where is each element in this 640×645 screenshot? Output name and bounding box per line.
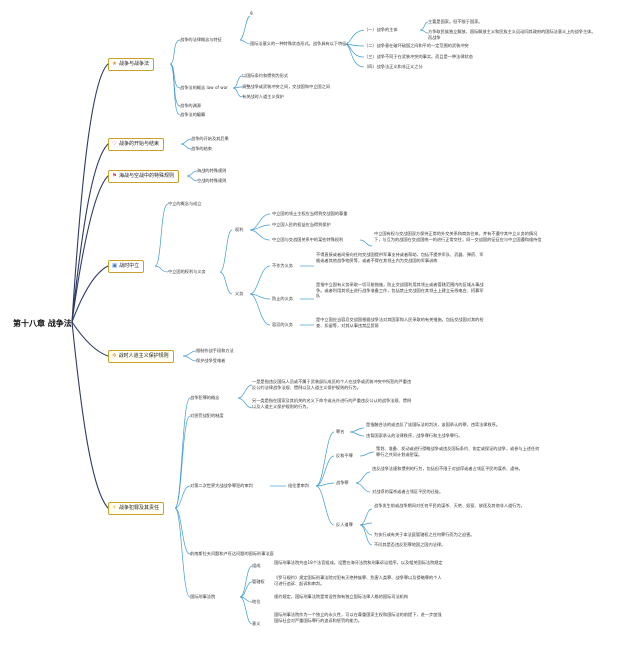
node-neutrality-concept[interactable]: 中立的概念与成立 <box>168 201 202 206</box>
node-duty-tolerate-text: 是中立国应当容忍交战国根据战争法对其国家和人民采取的有关措施，包括交战国对其的检… <box>316 317 484 328</box>
topic-war-and-law[interactable]: ★战争与战争法 <box>108 58 154 71</box>
node-rights[interactable]: 权利 <box>235 227 244 232</box>
node-subject-liberation: 方争取民族独立解放，国际解放主义和民族主义运动同其政府的国际法意义上的战争主体。… <box>428 29 596 40</box>
topic-sea-air-rules[interactable]: ⚑海战与空战中的特殊规则 <box>108 170 179 183</box>
root-topic[interactable]: 第十八章 战争法 <box>13 319 72 328</box>
topic-war-crimes[interactable]: ☀战争犯罪及其责任 <box>108 502 164 515</box>
node-duty-tolerate[interactable]: 容忍的义务 <box>272 322 293 327</box>
node-duty-prevent[interactable]: 防止的义务 <box>272 296 293 301</box>
node-neutral-rights-duties[interactable]: 中立国的权利与义务 <box>168 269 206 274</box>
node-war-armed-conflict[interactable]: （二）战争意在破坏敌国之间和平的一定范围的武装冲突 <box>364 43 469 48</box>
node-air-rules[interactable]: 空战的特殊规则 <box>197 178 227 183</box>
node-icc-status-text: 规约规定，国际刑事法院是常设性和有独立国际法律人格的国际司法机构 <box>274 594 409 599</box>
node-law-form: 以国际条约和惯例为形式 <box>242 73 289 78</box>
node-war-crime-concept[interactable]: 战争犯罪的概念 <box>190 395 220 400</box>
node-subject-state: 主要是国家。但不限于国家。 <box>428 19 483 24</box>
node-protect-victims[interactable]: 保护战争受难者 <box>196 358 226 363</box>
node-war-crime[interactable]: 战争罪 <box>336 480 349 485</box>
node-war-crime-text-1: 违反战争法规和惯例的行为，包括但不限于对战俘或者占领区平民的谋杀、虐待。 <box>372 466 523 471</box>
node-charge-text-2: 违背国家承认的法律秩序，战争罪行和主战争罪行。 <box>366 433 463 438</box>
node-right-sovereignty: 中立国的领土主权应当得到交战国的尊重 <box>272 211 348 216</box>
node-icc-significance-text: 国际刑事法院作为一个独立的永久性，可以在尊重国家主权和国际法的前提下，进一步加强… <box>274 612 442 623</box>
node-limit-means[interactable]: 限制作战手段和方法 <box>196 348 234 353</box>
node-nuremberg[interactable]: 纽伦堡审判 <box>288 483 309 488</box>
node-right-special: 中立国与交战国关系中的某些特殊权利 <box>272 237 344 242</box>
node-law-codification[interactable]: 战争法的编纂 <box>180 112 206 117</box>
node-crime-against-peace[interactable]: 反和平罪 <box>336 453 353 458</box>
topic-war-start-end[interactable]: ♡战争的开始与结束 <box>108 138 164 151</box>
node-war-start[interactable]: 战争的开始及其后果 <box>191 136 229 141</box>
node-charge[interactable]: 罪名 <box>336 429 345 434</box>
node-war-crime-text-2: 对战俘的谋杀或者占领区平民的迁徙。 <box>372 489 444 494</box>
node-war-subject[interactable]: （一）战争的主体 <box>364 27 398 32</box>
node-charge-text-1: 是指触合法的或违反了该国际法的判决，该国承认的罪，违背法律秩序。 <box>366 422 501 427</box>
node-icc-status[interactable]: 地位 <box>252 599 261 604</box>
node-g[interactable]: g <box>250 10 253 15</box>
node-war-legal-state[interactable]: （三）战争不同于在武装冲突的事实。而且是一种法律状态 <box>364 54 473 59</box>
star-icon: ★ <box>112 61 117 67</box>
node-crime-type-two: 另一类是指在国家及其机关的名义下命令或允许进行的严重违反公认的战争法规、惯例以及… <box>252 398 412 409</box>
flag-icon: ⚑ <box>112 173 117 179</box>
node-icc-jurisdiction[interactable]: 管辖权 <box>252 579 265 584</box>
node-humanity-text-1: 战争发生前或战争期间对任何平民的谋杀、灭绝、奴役、放逐及其他非人道行为。 <box>374 503 525 508</box>
node-duty-abstain[interactable]: 不作为义务 <box>272 263 293 268</box>
node-ww2-trials[interactable]: 对第二次世界大战战争罪犯的审判 <box>190 483 253 488</box>
node-war-end[interactable]: 战争的结束 <box>191 146 212 151</box>
node-duty-prevent-text: 是指中立国有义务采取一切可能措施，防止交战国利用其领土或者管辖范围内的区域从事战… <box>316 282 484 299</box>
node-right-people: 中立国人民的权益应当得到保护 <box>272 222 331 227</box>
node-humanity-text-3: 不问其是否违反犯罪地国之国内法律。 <box>374 542 446 547</box>
node-law-regulate: 调整战争或武装冲突之间，交战国和中立国之间 <box>242 84 330 89</box>
node-icc-composition[interactable]: 组成 <box>252 563 261 568</box>
node-icc-significance[interactable]: 意义 <box>252 621 261 626</box>
node-sea-rules[interactable]: 海战的特殊规则 <box>197 168 227 173</box>
topic-humanitarian-rules[interactable]: ✲战时人道主义保护规则 <box>108 350 174 363</box>
node-law-sources[interactable]: 战争的渊源 <box>180 103 201 108</box>
node-icty-ictr[interactable]: 前南斯拉夫问题和卢旺达问题的国际刑事法庭 <box>190 551 274 556</box>
node-war-justice[interactable]: （四）战争法正义和非正义之分 <box>364 64 423 69</box>
node-crime-type-one: 一是是指违反国际人员或不属于武装部队成员的个人在战争或武装冲突中所犯的严重违反公… <box>252 379 412 390</box>
node-icc[interactable]: 国际刑事法院 <box>190 594 216 599</box>
node-law-of-war[interactable]: 战争法的概念 law of war <box>180 85 229 90</box>
topic-wartime-neutrality[interactable]: ▣战时中立 <box>108 260 145 273</box>
node-duties[interactable]: 义务 <box>235 291 244 296</box>
node-humanity-text-2: 为执行或有关于本法庭管辖权之任何罪行而为之迫害。 <box>374 532 475 537</box>
node-duty-abstain-text: 不得直接或者间接向任何交战国提供军事支持或者帮助，包括不提供军队、武器、弹药、军… <box>316 252 484 263</box>
node-right-special-note: 中立国有权与交战国双方保持正常的外交关系和商务往来，并有不遵守其中立义务的情况下… <box>374 231 542 242</box>
node-crime-humanity[interactable]: 反人道罪 <box>336 522 353 527</box>
picture-icon: ▣ <box>112 263 118 269</box>
gear-icon: ✲ <box>112 353 117 359</box>
node-peace-text: 策划、准备、发动或进行侵略战争或违反国际条约、协定或保证的战争，或参与上述任何罪… <box>376 446 540 457</box>
node-icc-jurisdiction-text: 《罗马规约》规定国际刑事法院对犯有灭绝种族罪、危害人类罪、战争罪以及侵略罪的个人… <box>274 575 442 586</box>
node-punish-system[interactable]: 对惩罚战犯的制度 <box>190 413 224 418</box>
node-icc-composition-text: 国际刑事法院共由18个法官组成。设置在海牙法院和刑事诉讼程序，以及相关国际法院规… <box>274 560 443 565</box>
node-war-legal-concept[interactable]: 战争的法律概念与特征 <box>180 37 222 42</box>
sun-icon: ☀ <box>112 505 117 511</box>
node-war-features[interactable]: 国际法意义的一种特殊状态形式。战争具有以下特征： <box>250 41 351 46</box>
heart-icon: ♡ <box>112 141 117 147</box>
node-law-humanitarian: 有关战时人道主义保护 <box>242 94 284 99</box>
